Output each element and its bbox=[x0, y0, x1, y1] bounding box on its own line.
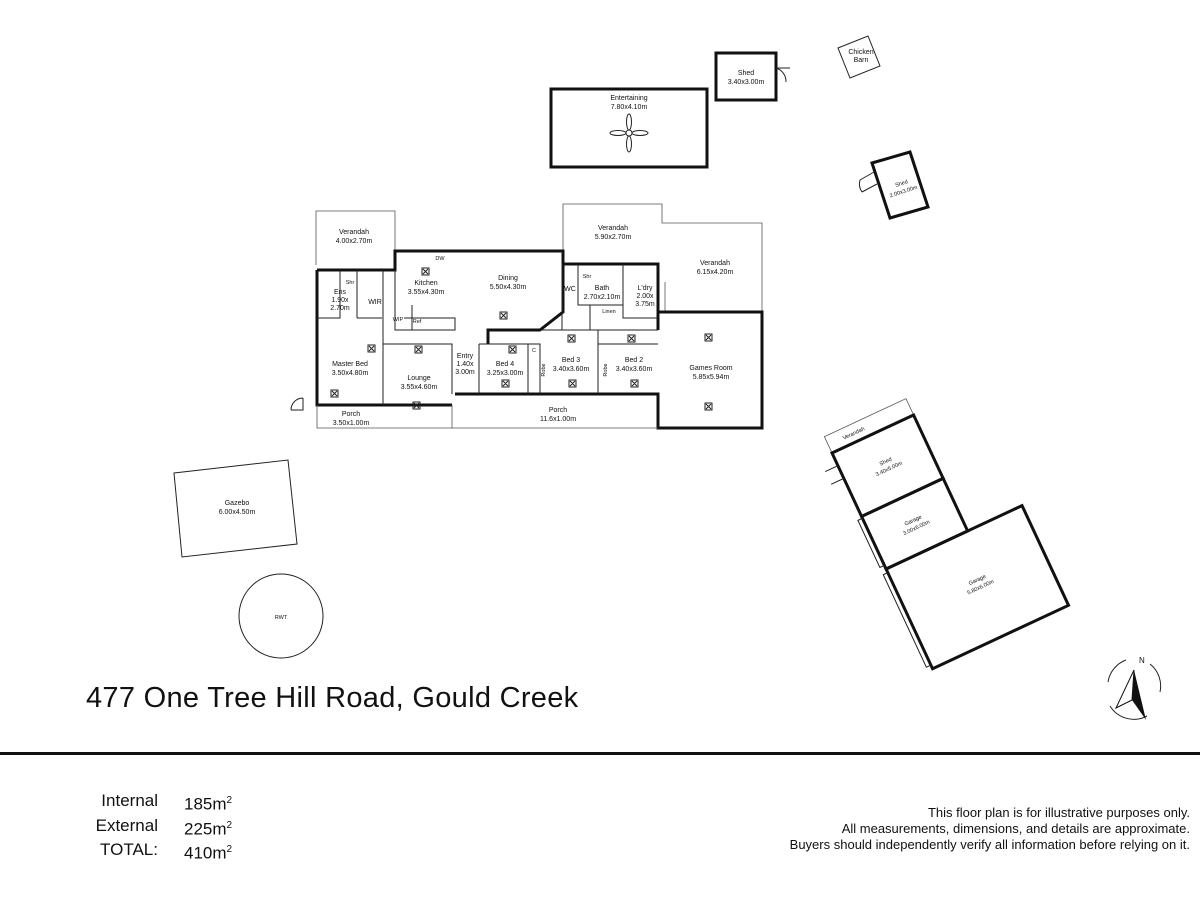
laundry-label: L'dry bbox=[638, 285, 653, 292]
ceiling-fan-icon bbox=[609, 113, 649, 153]
dw-label: DW bbox=[435, 256, 445, 262]
chicken-barn-label-2: Barn bbox=[854, 57, 869, 64]
disclaimer: This floor plan is for illustrative purp… bbox=[790, 805, 1190, 853]
bed4-label: Bed 4 bbox=[496, 361, 514, 368]
laundry-dim-2: 3.75m bbox=[635, 301, 655, 308]
area-row-total: TOTAL: 410m2 bbox=[86, 839, 232, 864]
area-summary: Internal 185m2 External 225m2 TOTAL: 410… bbox=[86, 790, 232, 864]
games-room-dim: 5.85x5.94m bbox=[693, 374, 730, 381]
ens-dim-1: 1.90x bbox=[331, 297, 349, 304]
verandah-east-dim: 6.15x4.20m bbox=[697, 269, 734, 276]
door-icon bbox=[825, 465, 932, 668]
shed-right-label: Shed bbox=[879, 457, 893, 468]
porch-west: Porch 3.50x1.00m bbox=[316, 405, 452, 429]
verandah-west-dim: 4.00x2.70m bbox=[336, 238, 373, 245]
door-icon bbox=[290, 397, 304, 411]
gazebo-label: Gazebo bbox=[225, 500, 250, 507]
shed-garage-block: Verandah Shed 3.40x5.00m Garage 3.00x6.0… bbox=[823, 398, 1071, 671]
verandah-centre-dim: 5.90x2.70m bbox=[595, 234, 632, 241]
house-walls bbox=[315, 249, 764, 430]
robe-bed2-label: Robe bbox=[603, 363, 609, 376]
floor-plan: Entertaining 7.80x4.10m Shed 3.40x3.00m … bbox=[173, 35, 1162, 720]
porch-main: Porch 11.6x1.00m bbox=[451, 405, 658, 429]
area-value: 185m2 bbox=[184, 794, 233, 814]
verandah-west: Verandah 4.00x2.70m bbox=[315, 210, 396, 265]
bed3-dim: 3.40x3.60m bbox=[553, 366, 590, 373]
laundry-dim-1: 2.00x bbox=[636, 293, 654, 300]
linen-label: Linen bbox=[602, 309, 615, 315]
bed2-label: Bed 2 bbox=[625, 357, 643, 364]
bath-label: Bath bbox=[595, 285, 610, 292]
shed-top-label: Shed bbox=[738, 70, 754, 77]
bed2-dim: 3.40x3.60m bbox=[616, 366, 653, 373]
bed4-dim: 3.25x3.00m bbox=[487, 370, 524, 377]
disclaimer-line: All measurements, dimensions, and detail… bbox=[841, 821, 1190, 836]
verandah-centre: Verandah 5.90x2.70m bbox=[562, 203, 763, 312]
wc-label: WC bbox=[564, 286, 576, 293]
cupboard-label: C bbox=[532, 348, 536, 354]
shed-small: Shed 2.00x3.00m bbox=[858, 150, 930, 220]
gazebo: Gazebo 6.00x4.50m bbox=[173, 459, 298, 558]
disclaimer-line: This floor plan is for illustrative purp… bbox=[927, 805, 1190, 820]
entertaining-label: Entertaining bbox=[610, 95, 647, 102]
disclaimer-line: Buyers should independently verify all i… bbox=[789, 837, 1190, 852]
ref-label: Ref bbox=[413, 319, 422, 325]
verandah-west-label: Verandah bbox=[339, 229, 369, 236]
compass-north-label: N bbox=[1139, 656, 1145, 665]
entry-dim-2: 3.00m bbox=[455, 369, 475, 376]
verandah-east-label: Verandah bbox=[700, 260, 730, 267]
entertaining-area: Entertaining 7.80x4.10m bbox=[549, 87, 709, 169]
bed3-label: Bed 3 bbox=[562, 357, 580, 364]
wip-label: WIP bbox=[393, 317, 404, 323]
property-address: 477 One Tree Hill Road, Gould Creek bbox=[86, 682, 579, 714]
area-row-external: External 225m2 bbox=[86, 815, 232, 840]
bath-dim: 2.70x2.10m bbox=[584, 294, 621, 301]
entry-label: Entry bbox=[457, 353, 474, 360]
robe-bed3-label: Robe bbox=[541, 363, 547, 376]
shed-top: Shed 3.40x3.00m bbox=[714, 51, 790, 102]
shower-ens-label: Shr bbox=[346, 280, 355, 286]
porch-main-dim: 11.6x1.00m bbox=[540, 416, 576, 423]
kitchen-dim: 3.55x4.30m bbox=[408, 289, 445, 296]
area-label: External bbox=[95, 815, 158, 835]
chicken-barn-label-1: Chicken bbox=[848, 49, 873, 56]
verandah-east: Verandah 6.15x4.20m bbox=[664, 260, 734, 312]
area-value: 410m2 bbox=[184, 843, 233, 863]
divider-line bbox=[0, 752, 1200, 755]
lounge-dim: 3.55x4.60m bbox=[401, 384, 438, 391]
entertaining-dim: 7.80x4.10m bbox=[611, 104, 648, 111]
rainwater-tank: RWT bbox=[238, 573, 324, 659]
dining-label: Dining bbox=[498, 275, 518, 282]
master-bed-dim: 3.50x4.80m bbox=[332, 370, 369, 377]
door-icon bbox=[775, 67, 790, 83]
entry-dim-1: 1.40x bbox=[456, 361, 474, 368]
porch-main-label: Porch bbox=[549, 407, 567, 414]
kitchen-label: Kitchen bbox=[414, 280, 437, 287]
wir-label: WIR bbox=[368, 299, 382, 306]
gazebo-dim: 6.00x4.50m bbox=[219, 509, 256, 516]
door-icon bbox=[858, 171, 878, 193]
area-row-internal: Internal 185m2 bbox=[86, 790, 232, 815]
porch-west-label: Porch bbox=[342, 411, 360, 418]
verandah-centre-label: Verandah bbox=[598, 225, 628, 232]
ens-dim-2: 2.70m bbox=[330, 305, 350, 312]
shed-top-dim: 3.40x3.00m bbox=[728, 79, 765, 86]
porch-west-dim: 3.50x1.00m bbox=[333, 420, 370, 427]
master-bed-label: Master Bed bbox=[332, 361, 368, 368]
area-label: TOTAL: bbox=[100, 840, 158, 860]
shower-bath-label: Shr bbox=[583, 274, 592, 280]
area-value: 225m2 bbox=[184, 819, 233, 839]
rwt-label: RWT bbox=[275, 615, 288, 621]
light-fixture-icons bbox=[330, 267, 713, 411]
chicken-barn: Chicken Barn bbox=[837, 35, 881, 79]
shed-small-label: Shed bbox=[895, 179, 909, 189]
dining-dim: 5.50x4.30m bbox=[490, 284, 527, 291]
ens-label: Ens bbox=[334, 289, 347, 296]
north-compass: N bbox=[1107, 656, 1162, 720]
shed-small-dim: 2.00x3.00m bbox=[889, 185, 919, 200]
lounge-label: Lounge bbox=[407, 375, 430, 382]
area-label: Internal bbox=[101, 791, 158, 810]
games-room-label: Games Room bbox=[689, 365, 732, 372]
